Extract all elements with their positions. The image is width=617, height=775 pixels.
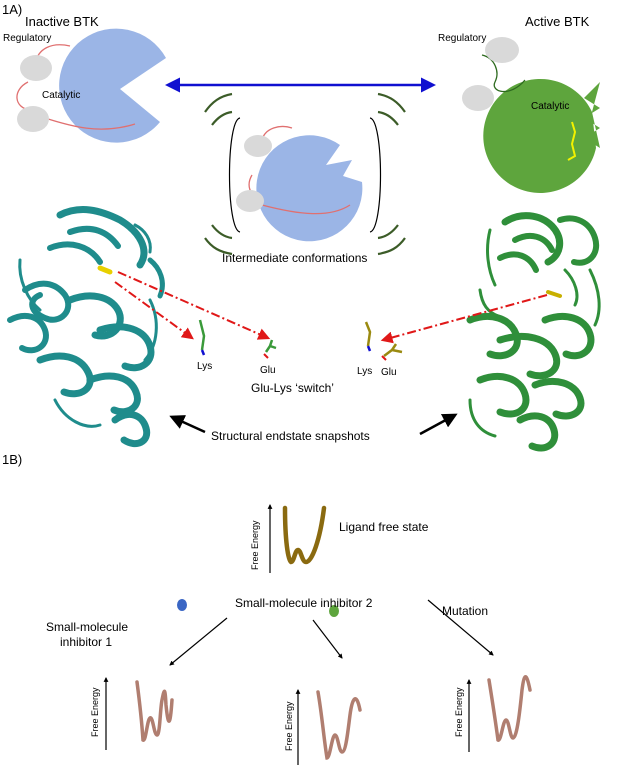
inactive-regulatory-domain-2 [17, 106, 49, 132]
active-title: Active BTK [525, 14, 590, 29]
inactive-regulatory-label: Regulatory [3, 33, 51, 44]
lys-stick-inactive [198, 319, 206, 351]
arrow-to-lys-active [380, 294, 548, 344]
intermediate-regulatory-domain-2 [236, 190, 264, 212]
lys-label-inactive: Lys [197, 361, 212, 372]
residue-pointer-arrows [114, 271, 548, 344]
mutation-landscape: Free Energy [454, 675, 532, 752]
branch-arrow-inhibitor-1 [169, 617, 228, 666]
activation-loop [567, 121, 577, 161]
active-ligand-site [546, 290, 562, 298]
mutation-label: Mutation [442, 604, 488, 618]
motion-lines-right [377, 92, 406, 256]
lys-label-active: Lys [357, 366, 372, 377]
inactive-title: Inactive BTK [25, 14, 99, 29]
mutation-axis-label: Free Energy [454, 687, 464, 737]
glu-label-inactive: Glu [260, 365, 276, 376]
mutation-curve [487, 675, 532, 742]
active-regulatory-domain-2 [462, 85, 494, 111]
inhibitor-2-landscape: Free Energy [284, 689, 362, 765]
inhibitor-2-dot [329, 605, 339, 617]
inactive-catalytic-label: Catalytic [42, 90, 80, 101]
active-linker [481, 54, 526, 93]
inactive-catalytic-pacman [59, 28, 166, 143]
active-btk-cartoon: Active BTK Regulatory Catalytic [438, 14, 600, 193]
branch-arrow-inhibitor-2 [312, 619, 343, 659]
panel-a-label: 1A) [2, 2, 22, 17]
ligand-free-label: Ligand free state [339, 520, 429, 534]
inhibitor-2-label: Small-molecule inhibitor 2 [235, 596, 373, 610]
glu-stick-active [383, 343, 403, 357]
inhibitor-1-curve [135, 680, 174, 742]
ligand-free-curve [282, 505, 327, 565]
intermediate-catalytic-pacman [256, 135, 363, 242]
active-protein-structure [466, 212, 601, 452]
intermediate-regulatory-domain-1 [244, 135, 272, 157]
active-residues: Lys Glu [357, 321, 403, 378]
bracket-right [369, 117, 382, 233]
inactive-protein-structure [7, 206, 165, 447]
glu-lys-switch-label: Glu-Lys ‘switch’ [251, 381, 334, 395]
active-catalytic-pacman [483, 78, 600, 193]
intermediate-conformation: Intermediate conformations [204, 92, 406, 265]
inhibitor-1-axis-label: Free Energy [90, 687, 100, 737]
glu-stick-inactive [264, 339, 277, 353]
arrow-to-lys-inactive [114, 281, 194, 340]
endstate-label: Structural endstate snapshots [211, 429, 370, 443]
inactive-btk-cartoon: Inactive BTK Regulatory Catalytic [3, 14, 166, 143]
inhibitor-1-landscape: Free Energy [90, 677, 174, 750]
inactive-ligand-site [97, 265, 113, 275]
active-catalytic-label: Catalytic [531, 101, 569, 112]
panel-b-label: 1B) [2, 452, 22, 467]
intermediate-label: Intermediate conformations [222, 251, 367, 265]
active-regulatory-domain-1 [485, 37, 519, 63]
ligand-free-landscape: Free Energy Ligand free state [250, 504, 429, 573]
endstate-arrow-left [169, 415, 206, 434]
inhibitor-1-label-line1: Small-molecule [46, 620, 128, 634]
branch-arrow-mutation [427, 599, 494, 656]
arrow-to-glu-inactive [117, 271, 271, 340]
inhibitor-1-label-line2: inhibitor 1 [60, 635, 112, 649]
endstate-arrow-right [419, 413, 458, 436]
glu-label-active: Glu [381, 367, 397, 378]
inactive-residues: Lys Glu [197, 319, 277, 376]
motion-lines-left [204, 92, 233, 256]
bracket-left [228, 117, 241, 233]
lys-stick-active [364, 321, 372, 347]
inhibitor-2-axis-label: Free Energy [284, 701, 294, 751]
inactive-regulatory-domain-1 [20, 55, 52, 81]
active-regulatory-label: Regulatory [438, 33, 486, 44]
inhibitor-2-curve [316, 690, 362, 760]
ligand-free-axis-label: Free Energy [250, 520, 260, 570]
inhibitor-1-dot [177, 599, 187, 611]
